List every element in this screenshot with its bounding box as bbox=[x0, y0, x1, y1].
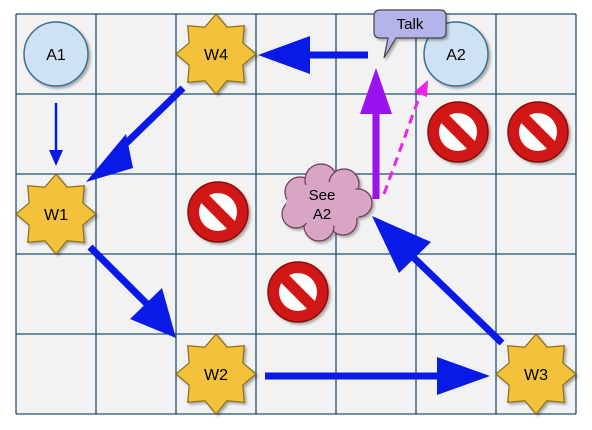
waypoint-w2-label: W2 bbox=[204, 367, 228, 384]
no-entry-icon bbox=[427, 101, 489, 163]
waypoints: W4 W1 W2 W3 bbox=[15, 13, 577, 415]
arrow-w2-to-w3 bbox=[265, 357, 490, 395]
waypoint-w1: W1 bbox=[15, 173, 97, 255]
arrow-w4-to-w1 bbox=[86, 85, 186, 182]
no-entry-icon bbox=[187, 181, 249, 243]
arrow-w1-to-w2 bbox=[87, 244, 176, 338]
waypoint-w3-label: W3 bbox=[524, 367, 548, 384]
waypoint-w4: W4 bbox=[175, 13, 257, 95]
grid bbox=[15, 13, 577, 415]
agent-a1-label: A1 bbox=[46, 47, 66, 64]
arrow-talk-to-w4 bbox=[258, 36, 368, 74]
see-a2-thought-cloud: See A2 bbox=[281, 163, 373, 242]
arrow-a1-to-w1 bbox=[49, 103, 63, 166]
arrows bbox=[49, 36, 505, 395]
arrow-see-to-talk bbox=[360, 68, 392, 199]
talk-callout: Talk bbox=[373, 9, 447, 59]
waypoint-w4-label: W4 bbox=[204, 47, 228, 64]
obstacles bbox=[187, 101, 569, 323]
see-a2-line1: See bbox=[309, 187, 336, 204]
waypoint-w2: W2 bbox=[175, 333, 257, 415]
see-a2-line2: A2 bbox=[313, 206, 331, 223]
no-entry-icon bbox=[507, 101, 569, 163]
talk-callout-label: Talk bbox=[397, 16, 424, 33]
waypoint-w1-label: W1 bbox=[44, 207, 68, 224]
waypoint-w3: W3 bbox=[495, 333, 577, 415]
agent-a1: A1 bbox=[23, 21, 89, 87]
no-entry-icon bbox=[267, 261, 329, 323]
arrow-see-to-a2-dashed bbox=[382, 80, 428, 195]
agent-a2-label: A2 bbox=[446, 47, 466, 64]
arrow-w3-to-see-a2 bbox=[372, 216, 505, 346]
